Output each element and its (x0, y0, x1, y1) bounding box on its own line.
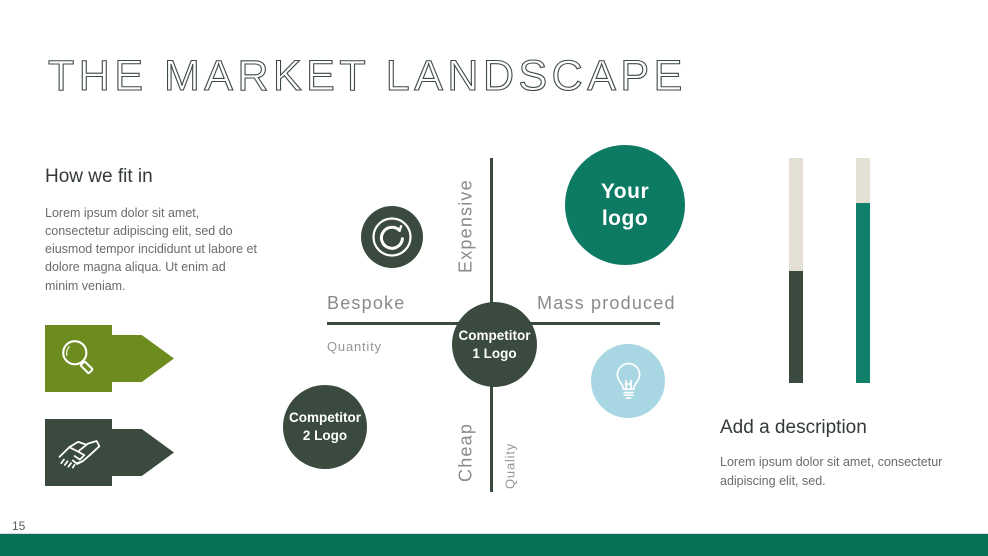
arrow-block-search (45, 325, 112, 392)
your-logo-line2: logo (601, 207, 649, 230)
refresh-c-icon (368, 213, 416, 261)
competitor-2-line2: 2 Logo (302, 428, 348, 443)
arrow-block-partnership (45, 419, 112, 486)
handshake-icon (56, 434, 102, 471)
competitor-1-line2: 1 Logo (472, 345, 517, 361)
competitor-1-line1: Competitor (458, 327, 531, 343)
axis-label-bespoke: Bespoke (327, 293, 406, 313)
progress-bar-1 (789, 158, 803, 383)
your-logo-bubble: Your logo (565, 145, 685, 265)
axis-label-quantity: Quantity (327, 339, 382, 354)
left-section-body: Lorem ipsum dolor sit amet, consectetur … (45, 206, 257, 293)
axis-label-expensive: Expensive (455, 179, 476, 273)
progress-bar-2 (856, 158, 870, 383)
axis-label-mass-produced: Mass produced (537, 293, 676, 313)
magnifier-icon (58, 338, 100, 380)
axis-label-cheap: Cheap (455, 422, 476, 482)
footer-accent-bar (0, 534, 988, 556)
lightbulb-icon (613, 361, 644, 402)
progress-bar-1-fill (789, 270, 803, 383)
your-logo-line1: Your (600, 179, 650, 203)
competitor-2-bubble: Competitor 2 Logo (283, 385, 367, 469)
left-section-heading: How we fit in (45, 166, 153, 187)
competitor-1-bubble: Competitor 1 Logo (452, 302, 537, 387)
axis-label-quality: Quality (502, 442, 518, 490)
page-title: THE MARKET LANDSCAPE (47, 51, 687, 100)
arrow-tail-partnership (112, 429, 174, 476)
arrow-tail-search (112, 335, 174, 382)
footer-divider (0, 533, 988, 534)
right-section-body: Lorem ipsum dolor sit amet, consectetur … (720, 455, 943, 489)
progress-bar-2-fill (856, 203, 870, 383)
idea-bubble (591, 344, 665, 418)
logo-placeholder-bubble (361, 206, 423, 268)
page-number: 15 (12, 519, 26, 533)
right-section-heading: Add a description (720, 417, 867, 438)
competitor-2-line1: Competitor (289, 410, 361, 426)
